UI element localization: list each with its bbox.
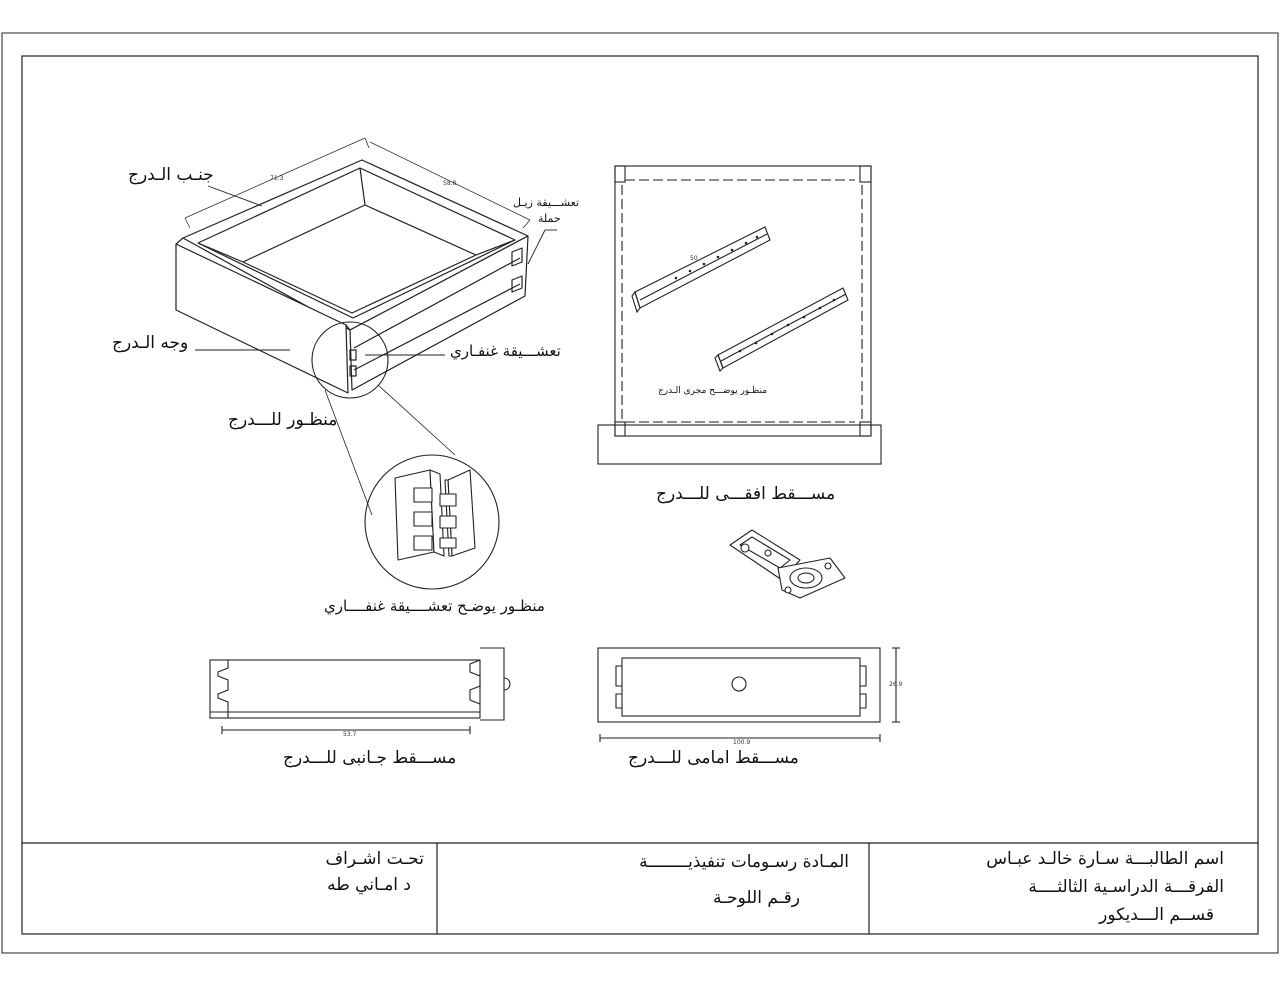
detail-callout-circle-large [364, 454, 500, 590]
runner-holes [674, 235, 836, 353]
dim-100-9: 100.9 [733, 739, 751, 746]
label-dovetail-joint: تعشـــيقة غنفـاري [450, 342, 561, 360]
front-view-drawing [597, 647, 900, 742]
label-front-view: مســـقط امامى للـــدرج [628, 748, 799, 768]
leader-lines [195, 185, 557, 356]
perspective-dimension-lines [184, 137, 531, 229]
dim-50: 50 [690, 255, 698, 262]
side-view-drawing [209, 647, 511, 734]
title-department: قســم الـــديكور [1099, 905, 1214, 925]
dim-53-7: 53.7 [343, 731, 357, 738]
plan-view-drawing [597, 165, 882, 465]
label-drawer-face: وجه الـدرج [112, 333, 189, 353]
title-supervision-label: تحـت اشـراف [325, 849, 424, 869]
label-dovetail-detail: منظـور يوضـح تعشــــيقة غنفــــاري [324, 597, 545, 615]
detail-callout-circle-small [311, 321, 389, 399]
dovetail-detail-graphic [394, 469, 476, 561]
dim-71-3: 71.3 [270, 175, 284, 182]
title-student-name: اسم الطالبـــة سـارة خالـد عبـاس [986, 849, 1224, 869]
dim-58-8: 58.8 [443, 180, 457, 187]
title-academic-year: الفرقـــة الدراسـية الثالثــــة [1028, 877, 1224, 897]
detail-callout-line-2 [377, 384, 456, 456]
title-supervisor-name: د امـاني طه [327, 875, 411, 895]
label-perspective: منظـور للـــدرج [228, 410, 338, 430]
label-plan-view: مســـقط افقـــى للـــدرج [656, 484, 836, 504]
title-sheet-number: رقـم اللوحـة [713, 888, 800, 908]
inner-frame [21, 55, 1259, 935]
label-slide-groove-2: حملة [538, 212, 561, 225]
label-slide-groove: تعشـــيقة زيـل [513, 196, 580, 209]
label-side-view: مســـقط جـانبى للـــدرج [283, 748, 457, 768]
dim-26-9: 26.9 [889, 681, 903, 688]
detail-callout-line-1 [324, 389, 373, 516]
hinge-graphic [729, 529, 846, 599]
outer-border [1, 32, 1279, 954]
label-drawer-side: جنـب الـدرج [128, 165, 214, 185]
label-runner-view: منظـور يوضـــح مجرى الـدرج [658, 386, 768, 396]
title-subject: المـادة رسـومات تنفيذيــــــــة [639, 852, 849, 872]
drawer-perspective [175, 159, 529, 394]
